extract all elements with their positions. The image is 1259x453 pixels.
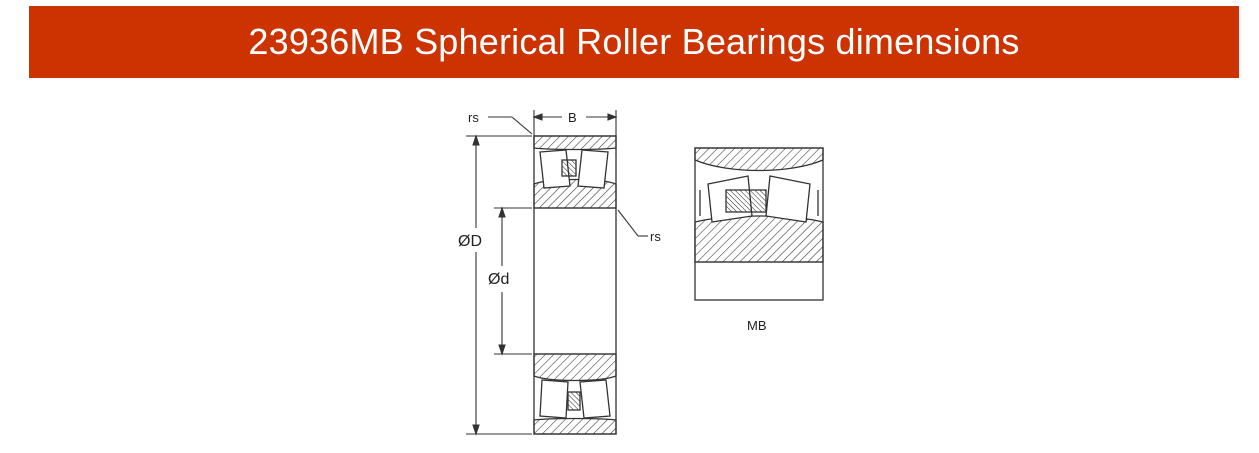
mb-cage: [725, 189, 767, 213]
width-label: B: [568, 110, 577, 125]
mb-roller-right: [765, 175, 811, 223]
dimension-lines: [466, 110, 648, 436]
roller-bottom-left: [539, 379, 569, 419]
cage-top: [561, 159, 577, 177]
roller-top-right: [577, 149, 609, 189]
outer-diameter-label: ØD: [458, 233, 482, 250]
bore-diameter-label: Ød: [488, 271, 509, 288]
cage-bottom: [567, 391, 581, 411]
variant-label: MB: [747, 318, 767, 333]
outer-ring-bottom: [533, 417, 617, 435]
bearing-section-view: [533, 135, 617, 435]
inner-ring-bottom: [533, 353, 617, 382]
mb-inner-ring: [694, 215, 824, 263]
outer-ring-top: [533, 135, 617, 151]
page-title: 23936MB Spherical Roller Bearings dimens…: [248, 21, 1020, 62]
mb-variant-view: [694, 147, 824, 301]
roller-bottom-right: [579, 379, 611, 419]
mb-outer-ring: [694, 147, 824, 172]
title-banner: 23936MB Spherical Roller Bearings dimens…: [29, 6, 1239, 78]
rs-right-label: rs: [650, 229, 661, 244]
rs-top-label: rs: [468, 110, 479, 125]
